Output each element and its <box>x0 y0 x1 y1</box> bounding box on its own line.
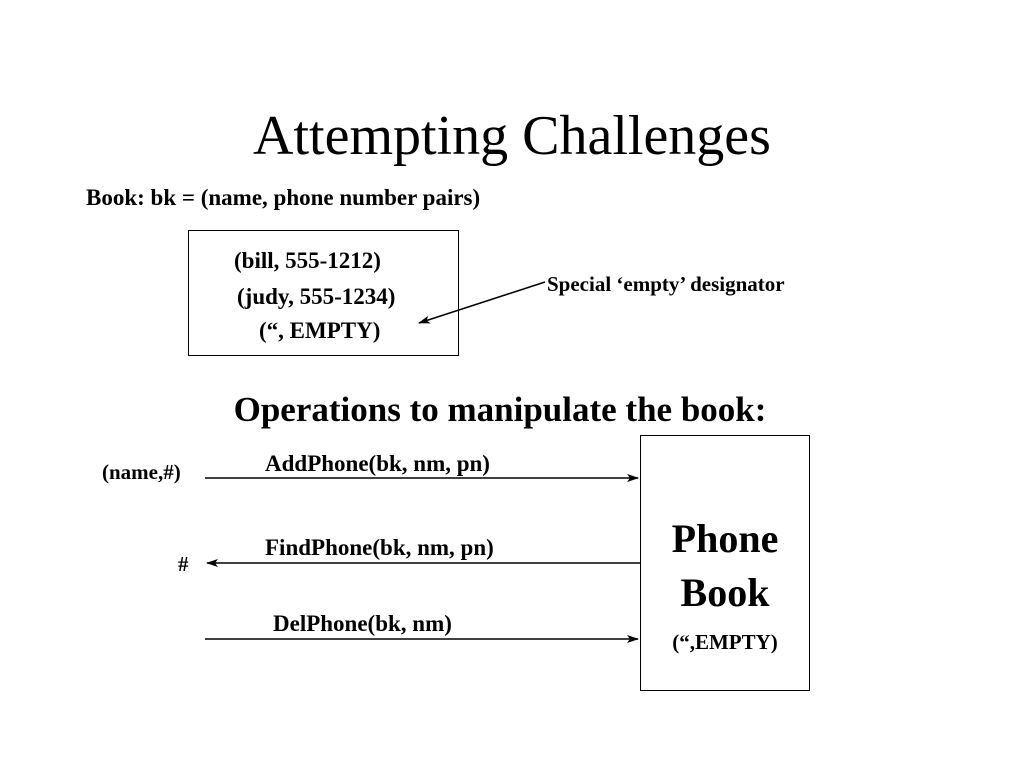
operations-heading: Operations to manipulate the book: <box>233 390 767 429</box>
find-phone-label: FindPhone(bk, nm, pn) <box>265 535 494 560</box>
slide-title: Attempting Challenges <box>253 105 771 167</box>
empty-designator-pointer-arrow <box>418 281 546 324</box>
pair-entry-empty: (“, EMPTY) <box>259 318 381 343</box>
find-output-label: # <box>178 552 189 576</box>
book-definition: Book: bk = (name, phone number pairs) <box>86 185 481 210</box>
pairs-box <box>188 230 459 356</box>
add-input-label: (name,#) <box>102 460 181 484</box>
phone-book-title: Phone Book <box>671 516 779 615</box>
pair-entry-judy: (judy, 555-1234) <box>237 284 396 309</box>
del-phone-label: DelPhone(bk, nm) <box>273 611 452 636</box>
phone-book-box <box>640 435 810 691</box>
add-phone-label: AddPhone(bk, nm, pn) <box>265 451 490 476</box>
phone-book-empty-entry: (“,EMPTY) <box>672 630 778 654</box>
empty-designator-note: Special ‘empty’ designator <box>547 272 785 296</box>
pair-entry-bill: (bill, 555-1212) <box>234 248 381 273</box>
